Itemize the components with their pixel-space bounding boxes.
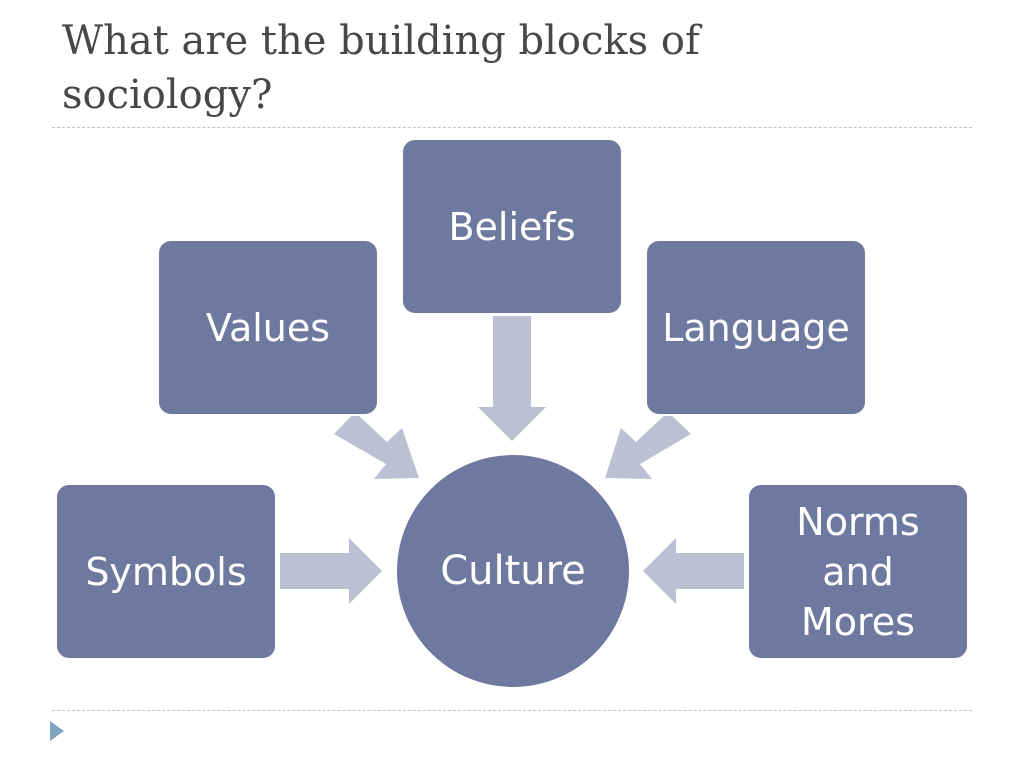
node-language: Language — [645, 239, 867, 416]
arrow-symbols-to-culture — [280, 538, 382, 604]
title-divider — [52, 127, 972, 128]
arrow-language-to-culture — [605, 412, 691, 479]
bullet-arrow-icon — [50, 721, 64, 741]
node-culture: Culture — [397, 455, 629, 687]
node-beliefs: Beliefs — [401, 138, 623, 315]
node-norms-and-mores: Norms and Mores — [747, 483, 969, 660]
arrow-values-to-culture — [334, 412, 419, 479]
footer-divider — [52, 710, 972, 711]
slide-title: What are the building blocks of sociolog… — [62, 18, 700, 118]
node-values: Values — [157, 239, 379, 416]
arrow-beliefs-to-culture — [478, 316, 546, 441]
node-symbols: Symbols — [55, 483, 277, 660]
arrow-norms-to-culture — [643, 538, 744, 604]
